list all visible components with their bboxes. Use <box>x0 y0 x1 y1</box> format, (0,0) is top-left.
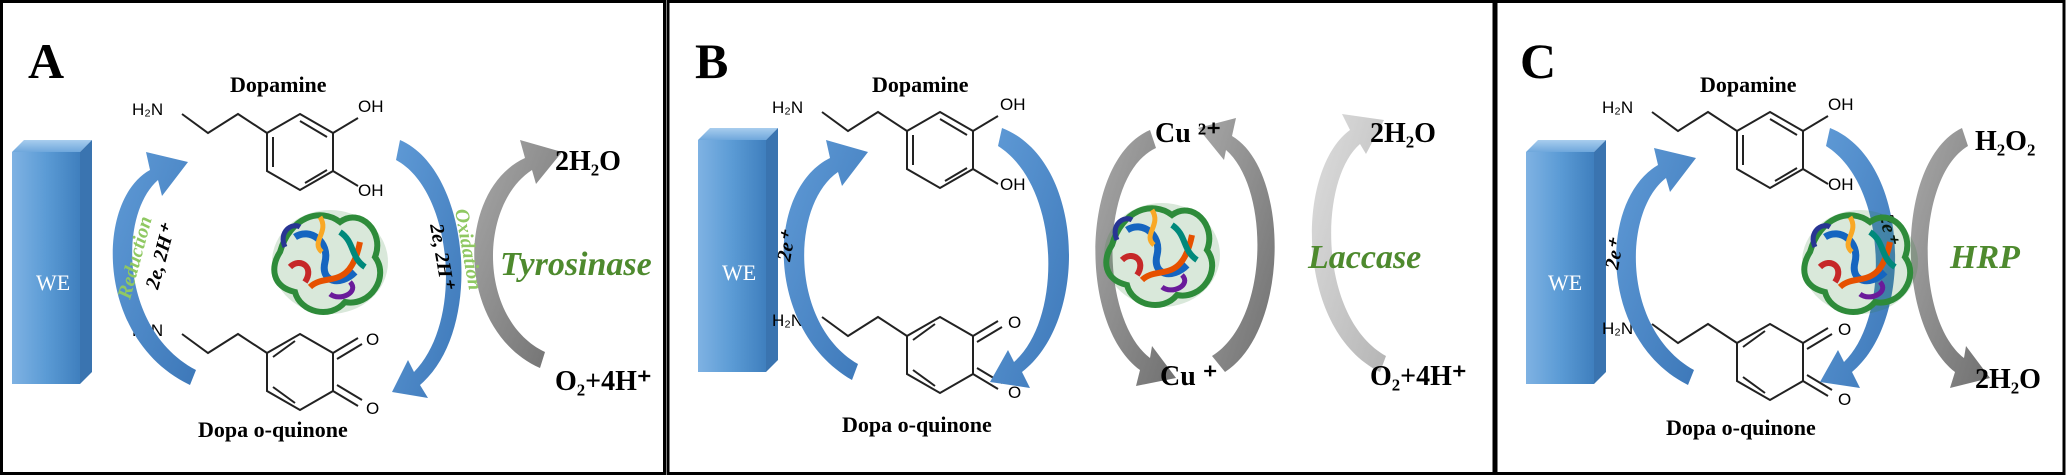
quinone-label-b: Dopa o-quinone <box>842 412 992 437</box>
panel-b-border <box>666 0 1496 475</box>
enzyme-label-a: Tyrosinase <box>500 246 652 283</box>
amine-label-a: H₂N <box>132 100 163 119</box>
panel-b: B WE Dopamine H₂N OH OH H₂N O O Dopa o-q… <box>695 33 1467 437</box>
electrode-c-label: WE <box>1548 270 1582 295</box>
hydroxyl-bottom-c: OH <box>1828 175 1854 194</box>
quinone-amine-b: H₂N <box>772 311 803 330</box>
hydroxyl-top-a: OH <box>358 97 384 116</box>
quinone-oxygen-bottom-a: O <box>366 399 379 418</box>
electrode-b <box>698 128 778 372</box>
cu-bottom-b: Cu ⁺ <box>1160 361 1218 392</box>
oxidation-arrow-c <box>1820 128 1896 388</box>
dopamine-structure-a <box>181 113 359 191</box>
panel-a: A WE Dopamine H₂N OH OH H₂N O O Dopa o-q… <box>12 33 652 442</box>
cu-oxidation-arrow-b <box>1198 118 1275 372</box>
dopamine-label-b: Dopamine <box>872 72 969 97</box>
dopamine-label-c: Dopamine <box>1700 72 1797 97</box>
quinone-oxygen-top-c: O <box>1838 320 1851 339</box>
panel-a-letter: A <box>28 33 64 89</box>
enzyme-label-b: Laccase <box>1307 239 1421 276</box>
hydroxyl-top-b: OH <box>1000 95 1026 114</box>
product-bottom-c: 2H₂O <box>1975 364 2041 395</box>
product-top-a: 2H₂O <box>555 146 621 177</box>
reduction-arrow-a <box>112 152 196 385</box>
oxidation-arrow-a <box>392 140 462 398</box>
cu-reduction-arrow-b <box>1095 130 1176 386</box>
product-top-b: 2H₂O <box>1370 118 1436 149</box>
product-bottom-b: O₂+4H⁺ <box>1370 361 1467 392</box>
cu-top-b: Cu ²⁺ <box>1155 118 1221 149</box>
product-bottom-a: O₂+4H⁺ <box>555 366 652 397</box>
laccase-protein-icon <box>1104 203 1220 307</box>
hydroxyl-bottom-a: OH <box>358 181 384 200</box>
quinone-amine-c: H₂N <box>1602 319 1633 338</box>
quinone-oxygen-bottom-c: O <box>1838 390 1851 409</box>
panel-a-border <box>0 0 666 475</box>
quinone-oxygen-top-a: O <box>366 330 379 349</box>
oxygen-arrow-a <box>474 140 562 368</box>
quinone-structure-b <box>821 316 1003 394</box>
electrode-b-label: WE <box>722 260 756 285</box>
amine-label-c: H₂N <box>1602 98 1633 117</box>
reduction-arrow-b <box>783 140 868 380</box>
panel-c-letter: C <box>1520 33 1556 89</box>
electrode-a-label: WE <box>36 270 70 295</box>
panel-c: C WE Dopamine H₂N OH OH H₂N O O Dopa o-q… <box>1520 33 2041 440</box>
electrode-a <box>12 140 92 384</box>
oxidation-arrow-b <box>990 128 1070 388</box>
amine-label-b: H₂N <box>772 98 803 117</box>
peroxide-arrow-c <box>1910 128 1990 388</box>
reduction-arrow-c <box>1616 148 1696 385</box>
hydroxyl-bottom-b: OH <box>1000 175 1026 194</box>
product-top-c: H₂O₂ <box>1975 126 2035 157</box>
oxygen-arrow-b <box>1311 114 1386 372</box>
quinone-label-c: Dopa o-quinone <box>1666 415 1816 440</box>
quinone-oxygen-bottom-b: O <box>1008 383 1021 402</box>
quinone-oxygen-top-b: O <box>1008 313 1021 332</box>
quinone-structure-a <box>181 333 363 411</box>
quinone-label-a: Dopa o-quinone <box>198 417 348 442</box>
electrode-c <box>1526 140 1606 384</box>
dopamine-label-a: Dopamine <box>230 72 327 97</box>
hydroxyl-top-c: OH <box>1828 95 1854 114</box>
panel-c-border <box>1494 0 2066 475</box>
panel-b-letter: B <box>695 33 728 89</box>
enzyme-label-c: HRP <box>1949 239 2020 276</box>
tyrosinase-protein-icon <box>272 210 388 314</box>
hrp-protein-icon <box>1802 210 1918 314</box>
